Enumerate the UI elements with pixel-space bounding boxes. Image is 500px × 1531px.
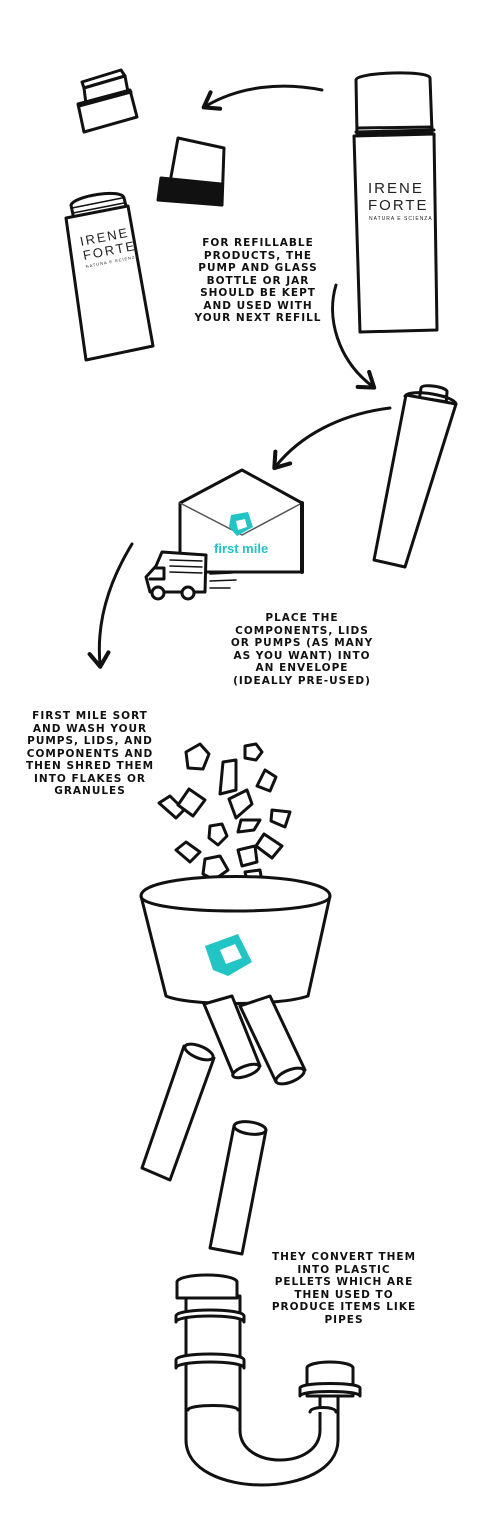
pump-bottle-brand-line1: IRENE [368,180,424,197]
small-bottle-icon: IRENE FORTE NATURA E SCIENZA [64,191,155,362]
funnel-icon [139,875,332,1005]
pump-bottle-brand-line2: FORTE [368,197,429,214]
arrow-to-envelope [272,406,392,471]
pump-bottle-icon: IRENE FORTE NATURA E SCIENZA [352,71,439,334]
caption-convert: THEY CONVERT THEM INTO PLASTIC PELLETS W… [271,1251,417,1326]
caption-sort: FIRST MILE SORT AND WASH YOUR PUMPS, LID… [25,710,155,797]
envelope-brand-text: first mile [214,541,268,556]
arrow-to-sort [87,542,134,669]
caption-refill: FOR REFILLABLE PRODUCTS, THE PUMP AND GL… [194,237,322,324]
first-mile-logo-icon [229,512,253,536]
arrow-to-jar [201,84,324,111]
first-mile-logo-icon [205,934,252,976]
cream-jar-icon [76,68,139,134]
caption-envelope: PLACE THE COMPONENTS, LIDS OR PUMPS (AS … [230,612,374,687]
pump-bottle-tagline: NATURA E SCIENZA [369,216,433,222]
lid-icon [156,136,226,207]
pellet-tubes-icon [140,994,307,1256]
pipe-icon [174,1273,362,1487]
envelope-icon: first mile [178,468,304,574]
arrow-to-refill [331,283,377,390]
delivery-van-icon [144,550,237,601]
refill-tube-icon [372,384,458,569]
flakes-icon [157,742,292,907]
